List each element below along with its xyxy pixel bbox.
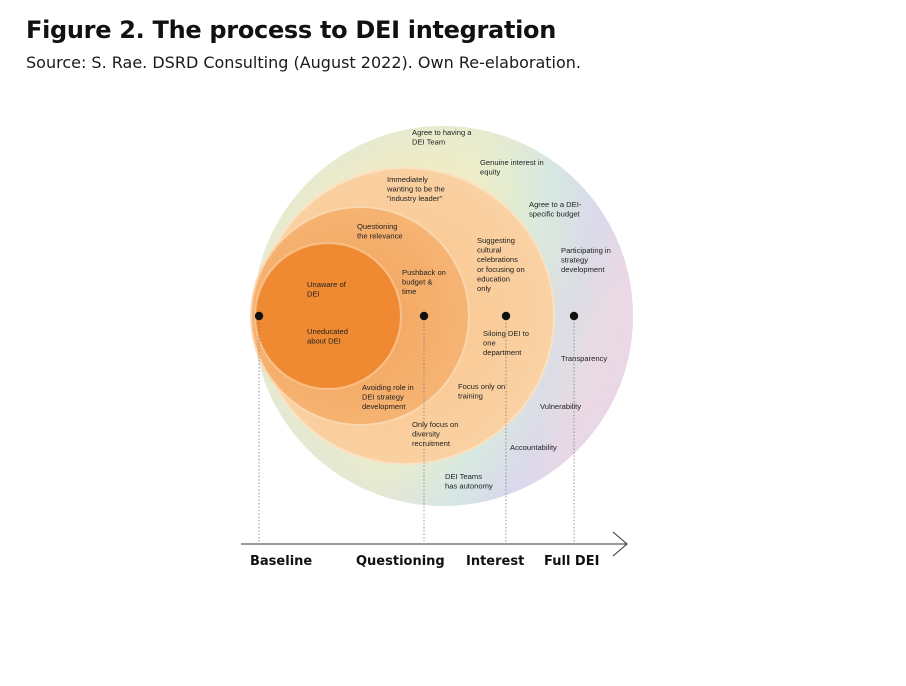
- full-dei-marker: [569, 311, 579, 321]
- label-only-focus-on-diversity-recruitment: Only focus on diversity recruitment: [412, 420, 461, 448]
- label-industry-leader: Immediately wanting to be the "industry …: [386, 175, 447, 203]
- label-uneducated-about-dei: Uneducated about DEI: [307, 327, 350, 346]
- stage-label-interest: Interest: [466, 554, 524, 569]
- baseline-circle: [254, 242, 402, 390]
- stage-label-full-dei: Full DEI: [544, 554, 599, 569]
- label-unaware-of-dei: Unaware of DEI: [307, 280, 348, 299]
- label-pushback-on-budget: Pushback on budget & time: [402, 268, 448, 296]
- figure-title: Figure 2. The process to DEI integration: [26, 16, 557, 44]
- label-siloing-dei: Siloing DEI to one department: [483, 329, 531, 357]
- label-dei-teams-autonomy: DEI Teams has autonomy: [445, 472, 493, 491]
- baseline-marker: [254, 311, 264, 321]
- label-avoiding-role: Avoiding role in DEI strategy developmen…: [362, 383, 416, 411]
- interest-marker: [501, 311, 511, 321]
- label-questioning-the-relevance: Questioning the relevance: [357, 222, 403, 241]
- progress-axis-arrowhead: [612, 531, 628, 557]
- label-agree-to-dei-team: Agree to having a DEI Team: [412, 128, 474, 147]
- label-participating-in-strategy: Participating in strategy development: [561, 246, 613, 274]
- label-accountability: Accountability: [510, 443, 557, 452]
- label-vulnerability: Vulnerability: [540, 402, 581, 411]
- figure-source: Source: S. Rae. DSRD Consulting (August …: [26, 53, 581, 72]
- label-focus-only-on-training: Focus only on training: [458, 382, 507, 401]
- label-genuine-interest-in-equity: Genuine interest in equity: [480, 158, 546, 177]
- stage-label-questioning: Questioning: [356, 554, 445, 569]
- questioning-marker: [419, 311, 429, 321]
- stage-label-baseline: Baseline: [250, 554, 312, 569]
- label-agree-to-dei-budget: Agree to a DEI- specific budget: [529, 200, 583, 219]
- label-suggesting-cultural-celebrations: Suggesting cultural celebrations or focu…: [477, 236, 527, 293]
- label-transparency: Transparency: [561, 354, 607, 363]
